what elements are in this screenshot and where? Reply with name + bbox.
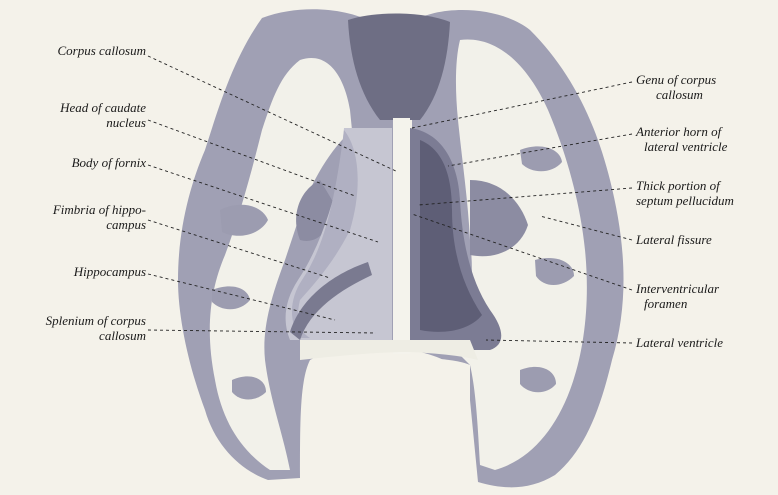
label-text: Lateral ventricle xyxy=(636,335,776,350)
label-thick-portion-of-septum-pellucidum: Thick portion of septum pellucidum xyxy=(636,178,776,208)
occipital-notch xyxy=(310,357,470,495)
label-text: Thick portion of xyxy=(636,178,776,193)
label-text: Lateral fissure xyxy=(636,232,776,247)
label-hippocampus: Hippocampus xyxy=(10,264,146,279)
label-text: nucleus xyxy=(10,115,146,130)
label-splenium-of-corpus-callosum: Splenium of corpus callosum xyxy=(0,313,146,343)
label-head-of-caudate-nucleus: Head of caudate nucleus xyxy=(10,100,146,130)
label-text: callosum xyxy=(636,87,776,102)
label-text: Head of caudate xyxy=(10,100,146,115)
label-interventricular-foramen: Interventricular foramen xyxy=(636,281,776,311)
label-genu-of-corpus-callosum: Genu of corpus callosum xyxy=(636,72,776,102)
label-text: Body of fornix xyxy=(10,155,146,170)
label-lateral-ventricle: Lateral ventricle xyxy=(636,335,776,350)
label-corpus-callosum: Corpus callosum xyxy=(10,43,146,58)
label-text: lateral ventricle xyxy=(636,139,776,154)
label-text: Anterior horn of xyxy=(636,124,776,139)
label-anterior-horn-of-lateral-ventricle: Anterior horn of lateral ventricle xyxy=(636,124,776,154)
label-fimbria-of-hippocampus: Fimbria of hippo- campus xyxy=(10,202,146,232)
label-text: Splenium of corpus xyxy=(0,313,146,328)
label-text: Fimbria of hippo- xyxy=(10,202,146,217)
label-body-of-fornix: Body of fornix xyxy=(10,155,146,170)
label-text: Interventricular xyxy=(636,281,776,296)
septum-pellucidum xyxy=(393,118,410,354)
label-text: septum pellucidum xyxy=(636,193,776,208)
label-text: foramen xyxy=(636,296,776,311)
label-text: Hippocampus xyxy=(10,264,146,279)
label-text: callosum xyxy=(0,328,146,343)
label-text: Corpus callosum xyxy=(10,43,146,58)
label-text: campus xyxy=(10,217,146,232)
label-lateral-fissure: Lateral fissure xyxy=(636,232,776,247)
label-text: Genu of corpus xyxy=(636,72,776,87)
